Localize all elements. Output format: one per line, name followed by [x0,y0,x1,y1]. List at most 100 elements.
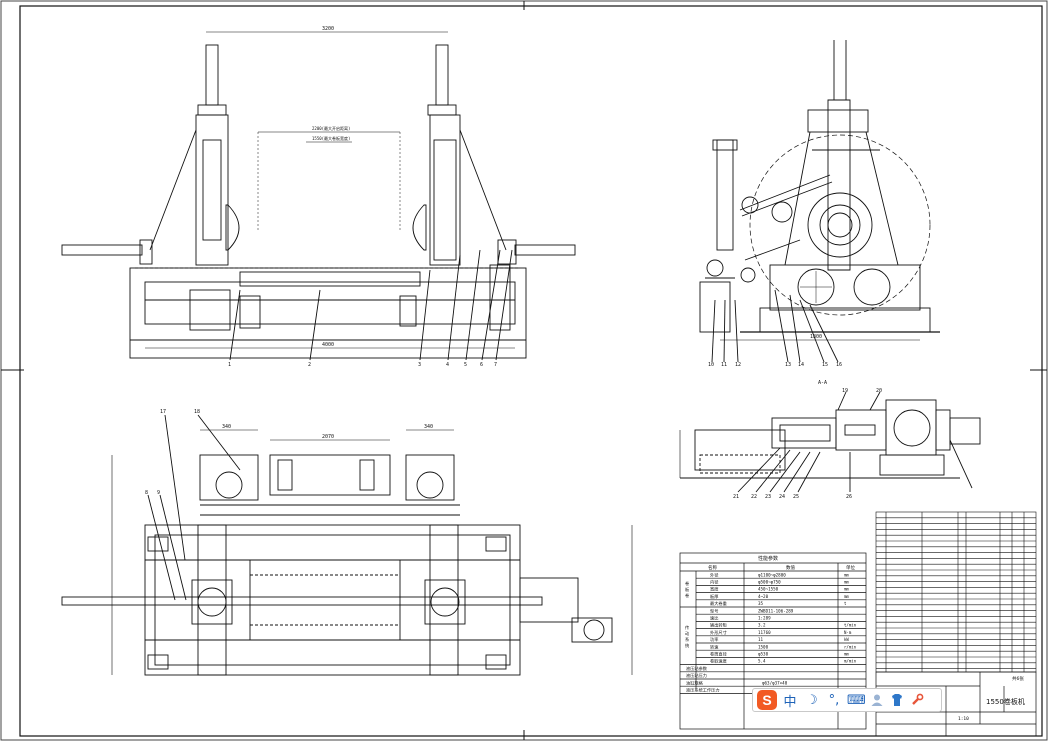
param-row-unit: mm [844,587,849,592]
ime-mode-toggle[interactable]: 中 [783,694,797,710]
callout-aa-21: 21 [733,494,739,500]
dim-inner-span-1: 2200(最大开启距离) [312,125,350,131]
param-group-label: 系 [685,636,689,642]
half-width-moon-icon[interactable]: ☽ [806,692,818,708]
param-row-name: 速比 [710,615,718,622]
param-group-label: 卷 [685,580,690,586]
param-row-value: 3.2 [758,623,766,628]
callout-aa-24: 24 [779,494,785,500]
param-row-unit: t/min [844,623,857,628]
param-row-name: 功率 [710,636,718,643]
param-row-value: 5.4 [758,659,766,664]
callout-front-3: 3 [418,362,421,368]
callout-side-13: 13 [785,362,791,368]
param-group-label: 卷 [685,592,690,598]
param-row-value: ZWBD11-106-289 [758,608,794,613]
callout-plan-9: 9 [157,490,160,496]
sheet-count: 共6张 [1012,675,1024,682]
callout-side-10: 10 [708,362,714,368]
param-header-value: 数值 [786,564,795,571]
param-row-name: 外径 [710,571,718,578]
scale-value: 1:10 [958,716,969,722]
param-row-name: 卷取速度 [710,658,728,665]
param-row-value: 11 [758,637,764,642]
parts-list [875,511,1037,673]
punctuation-toggle[interactable]: °, [828,692,840,708]
param-row-value: φ500~φ750 [758,580,781,585]
side-view [699,40,940,363]
param-row-value: φ1100~φ2800 [758,572,786,577]
param-row-unit: mm [844,572,849,577]
callout-front-1: 1 [228,362,231,368]
param-row-name: 输出转矩 [710,622,727,629]
param-row-value: 450~1550 [758,587,779,592]
front-view [61,31,576,361]
callout-side-14: 14 [798,362,804,368]
ime-toolbar[interactable]: S 中 ☽ °, ⌨ [752,688,942,712]
param-row-name: 板厚 [710,593,718,600]
param-row-name: 内径 [710,579,718,586]
dim-plan-right: 340 [424,424,433,430]
param-row-value: 35 [758,601,764,606]
param-group-label: 板 [685,586,690,593]
param-group-label: 统 [685,642,689,649]
param-group-label: 动 [685,630,689,637]
param-row-unit: kW [844,637,849,642]
callout-aa-19: 19 [842,388,848,394]
dim-top-width: 3200 [322,26,334,32]
param-row-unit: mm [844,652,849,657]
param-extra-name: 液压站压力 [686,672,707,679]
param-extra-name: 油缸规格 [686,679,704,686]
callout-front-6: 6 [480,362,483,368]
dim-plan-span: 2070 [322,434,334,440]
dim-inner-span-2: 1550(最大卷板宽度) [312,135,350,141]
callout-aa-25: 25 [793,494,799,500]
callout-aa-22: 22 [751,494,757,500]
callout-side-15: 15 [822,362,828,368]
param-row-unit: mm [844,594,849,599]
dim-plan-left: 340 [222,424,231,430]
param-group-label: 传 [685,624,689,631]
param-header-unit: 单位 [846,564,855,571]
plan-view [61,414,633,676]
callout-plan-8: 8 [145,490,148,496]
drawing-name: 1550卷板机 [986,697,1025,706]
param-row-unit: mm [844,580,849,585]
callout-side-16: 16 [836,362,842,368]
param-row-name: 最大卷重 [710,600,727,607]
callout-aa-20: 20 [876,388,882,394]
callout-front-4: 4 [446,362,449,368]
param-row-unit: t [844,601,847,606]
section-aa-view [679,391,981,493]
param-row-value: 1500 [758,644,769,649]
param-row-unit: r/min [844,644,857,649]
callout-front-5: 5 [464,362,467,368]
keyboard-icon[interactable]: ⌨ [847,692,866,708]
param-row-name: 宽度 [710,586,719,593]
param-row-value: 4~20 [758,594,769,599]
param-row-unit: m/min [844,659,857,664]
dim-side-width: 1800 [810,334,822,340]
callout-aa-26: 26 [846,494,852,500]
skin-shirt-icon[interactable] [889,692,905,708]
callout-plan-17: 17 [160,409,166,415]
param-row-name: 型号 [710,607,718,614]
param-row-value: 1:289 [758,616,771,621]
sogou-logo-icon[interactable]: S [757,690,777,710]
section-aa-label: A-A [818,380,827,386]
param-extra-value: φ63/φ37×40 [762,680,788,685]
param-row-name: 转速 [710,643,719,650]
param-header-name: 名称 [708,564,717,571]
param-row-value: 11760 [758,630,771,635]
param-row-unit: N·m [844,630,852,635]
param-row-name: 卷筒直径 [710,651,727,658]
param-row-name: 外形尺寸 [710,629,727,636]
param-table-title: 性能参数 [758,555,778,562]
param-extra-name: 液压系统工作压力 [686,687,720,694]
tools-wrench-icon[interactable] [909,692,925,708]
param-row-value: φ530 [758,652,769,657]
callout-side-12: 12 [735,362,741,368]
callout-front-2: 2 [308,362,311,368]
user-icon[interactable] [869,692,885,708]
